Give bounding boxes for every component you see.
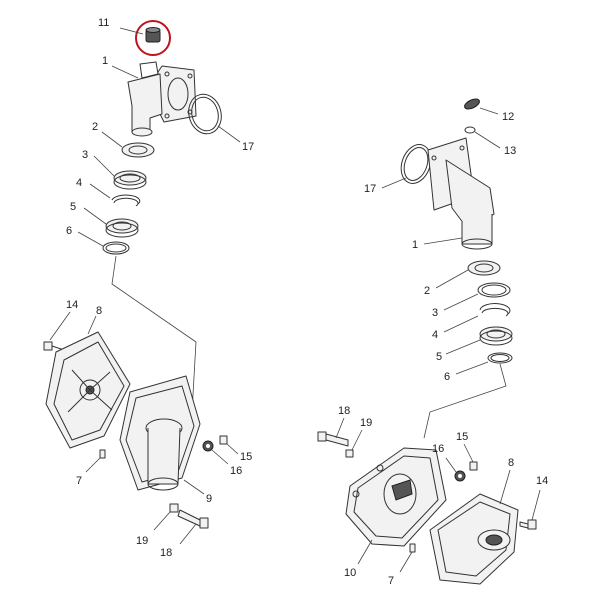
callout-right-6: 6 [444, 371, 450, 383]
part-5-bearing[interactable] [445, 326, 513, 355]
right-assembly: 12 13 17 1 2 3 4 5 6 18 19 16 15 8 14 10… [317, 97, 548, 587]
part-5-bearing[interactable] [83, 207, 139, 238]
part-16-washer[interactable] [202, 440, 229, 465]
callout-right-5: 5 [436, 351, 442, 363]
part-18-bolt[interactable] [177, 509, 209, 545]
callout-right-10: 10 [344, 567, 356, 579]
part-15-bolt[interactable] [219, 435, 239, 455]
part-3-bearing[interactable] [93, 155, 147, 190]
callout-left-2: 2 [92, 121, 98, 133]
part-14-bolt[interactable] [43, 311, 71, 351]
callout-right-14: 14 [536, 475, 548, 487]
callout-right-7: 7 [388, 575, 394, 587]
callout-left-15: 15 [240, 451, 252, 463]
part-6-ring[interactable] [455, 352, 513, 375]
callout-right-16: 16 [432, 443, 444, 455]
part-17-o-ring[interactable] [381, 140, 436, 189]
callout-right-8: 8 [508, 457, 514, 469]
part-19-nut[interactable] [153, 503, 179, 531]
part-9-gearbox-housing[interactable] [119, 375, 205, 495]
part-11-cap[interactable] [119, 27, 161, 43]
callout-left-5: 5 [70, 201, 76, 213]
callout-left-17: 17 [242, 141, 254, 153]
callout-right-3: 3 [432, 307, 438, 319]
part-17-o-ring[interactable] [184, 91, 241, 143]
right-assembly-guide [423, 363, 507, 439]
callout-left-19: 19 [136, 535, 148, 547]
callout-left-7: 7 [76, 475, 82, 487]
part-10-gearbox-housing[interactable] [345, 447, 447, 565]
part-4-circlip[interactable] [89, 183, 141, 207]
part-12-cap[interactable] [463, 97, 499, 115]
part-7-dowel-pin[interactable] [85, 449, 106, 473]
callout-left-4: 4 [76, 177, 82, 189]
part-6-ring[interactable] [77, 231, 130, 255]
callout-left-6: 6 [66, 225, 72, 237]
callout-left-9: 9 [206, 493, 212, 505]
part-3-bearing[interactable] [443, 282, 511, 311]
callout-right-17: 17 [364, 183, 376, 195]
callout-left-8: 8 [96, 305, 102, 317]
callout-right-15: 15 [456, 431, 468, 443]
part-4-circlip[interactable] [443, 303, 511, 333]
callout-left-14: 14 [66, 299, 78, 311]
part-7-dowel-pin[interactable] [399, 543, 416, 573]
part-14-bolt[interactable] [519, 489, 541, 530]
left-assembly: 11 1 17 2 3 4 5 6 14 8 15 16 7 9 19 18 [43, 17, 254, 559]
callout-right-4: 4 [432, 329, 438, 341]
callout-right-19: 19 [360, 417, 372, 429]
callout-right-13: 13 [504, 145, 516, 157]
part-15-bolt[interactable] [463, 443, 478, 471]
part-13-o-ring[interactable] [464, 126, 501, 149]
callout-left-3: 3 [82, 149, 88, 161]
part-19-nut[interactable] [345, 429, 363, 458]
callout-left-18: 18 [160, 547, 172, 559]
part-1-elbow-housing[interactable] [423, 137, 495, 250]
callout-right-1: 1 [412, 239, 418, 251]
callout-left-11: 11 [98, 17, 109, 29]
callout-right-2: 2 [424, 285, 430, 297]
callout-left-16: 16 [230, 465, 242, 477]
highlight-circle [135, 20, 171, 56]
callout-right-12: 12 [502, 111, 514, 123]
part-8-cover-plate[interactable] [429, 469, 519, 585]
callout-right-18: 18 [338, 405, 350, 417]
callout-left-1: 1 [102, 55, 108, 67]
part-18-bolt[interactable] [317, 417, 349, 447]
left-assembly-guide [111, 255, 197, 413]
part-2-seal[interactable] [101, 131, 155, 158]
part-16-washer[interactable] [445, 457, 466, 482]
part-8-gearbox-cover[interactable] [45, 315, 131, 449]
part-2-seal[interactable] [435, 260, 501, 289]
part-1-elbow-housing[interactable] [111, 61, 197, 137]
